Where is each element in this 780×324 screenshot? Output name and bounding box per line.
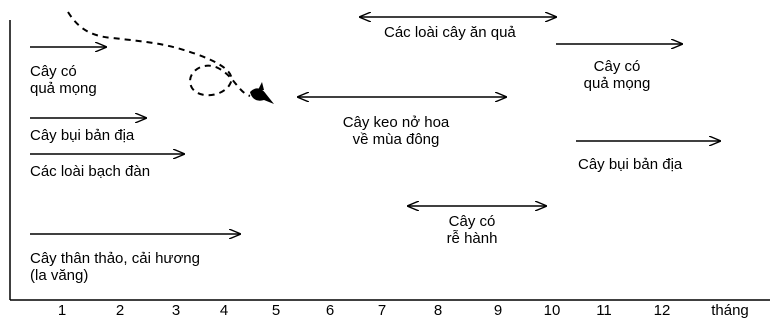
month-tick: 1	[57, 302, 67, 319]
month-tick: 3	[171, 302, 181, 319]
label-eucalyptus: Các loài bạch đàn	[30, 163, 151, 180]
label-berry-plants-right: Cây có quả mọng	[572, 58, 662, 92]
label-line: Cây có	[593, 58, 641, 75]
month-tick: 4	[219, 302, 229, 319]
label-native-shrubs-right: Cây bụi bản địa	[578, 156, 683, 173]
month-tick: 9	[493, 302, 503, 319]
label-line: về mùa đông	[352, 131, 440, 148]
month-tick: 11	[596, 302, 612, 319]
label-berry-plants-left: Cây có quả mọng	[30, 63, 97, 97]
dashed-flight-path-icon	[67, 11, 251, 97]
month-tick: 2	[115, 302, 125, 319]
label-herbs: Cây thân thảo, cải hương (la văng)	[30, 250, 200, 284]
label-line: rễ hành	[446, 230, 498, 247]
month-tick: 7	[377, 302, 387, 319]
label-native-shrubs-left: Cây bụi bản địa	[30, 127, 135, 144]
label-bulb-plants: Cây có rễ hành	[432, 213, 512, 247]
label-line: (la văng)	[30, 267, 89, 284]
bird-icon	[250, 82, 274, 104]
label-line: Cây thân thảo, cải hương	[30, 250, 200, 267]
label-line: Cây có	[30, 63, 77, 80]
month-tick: 6	[325, 302, 335, 319]
axis-unit-label: tháng	[711, 302, 749, 319]
label-line: Cây có	[448, 213, 496, 230]
month-tick: 10	[543, 302, 561, 319]
label-line: Cây keo nở hoa	[342, 114, 450, 131]
month-tick: 5	[271, 302, 281, 319]
label-line: quả mọng	[30, 80, 97, 97]
label-fruit-trees: Các loài cây ăn quả	[384, 24, 516, 41]
label-line: quả mọng	[583, 75, 651, 92]
label-winter-acacia: Cây keo nở hoa về mùa đông	[326, 114, 466, 148]
month-tick: 8	[433, 302, 443, 319]
month-tick: 12	[653, 302, 671, 319]
